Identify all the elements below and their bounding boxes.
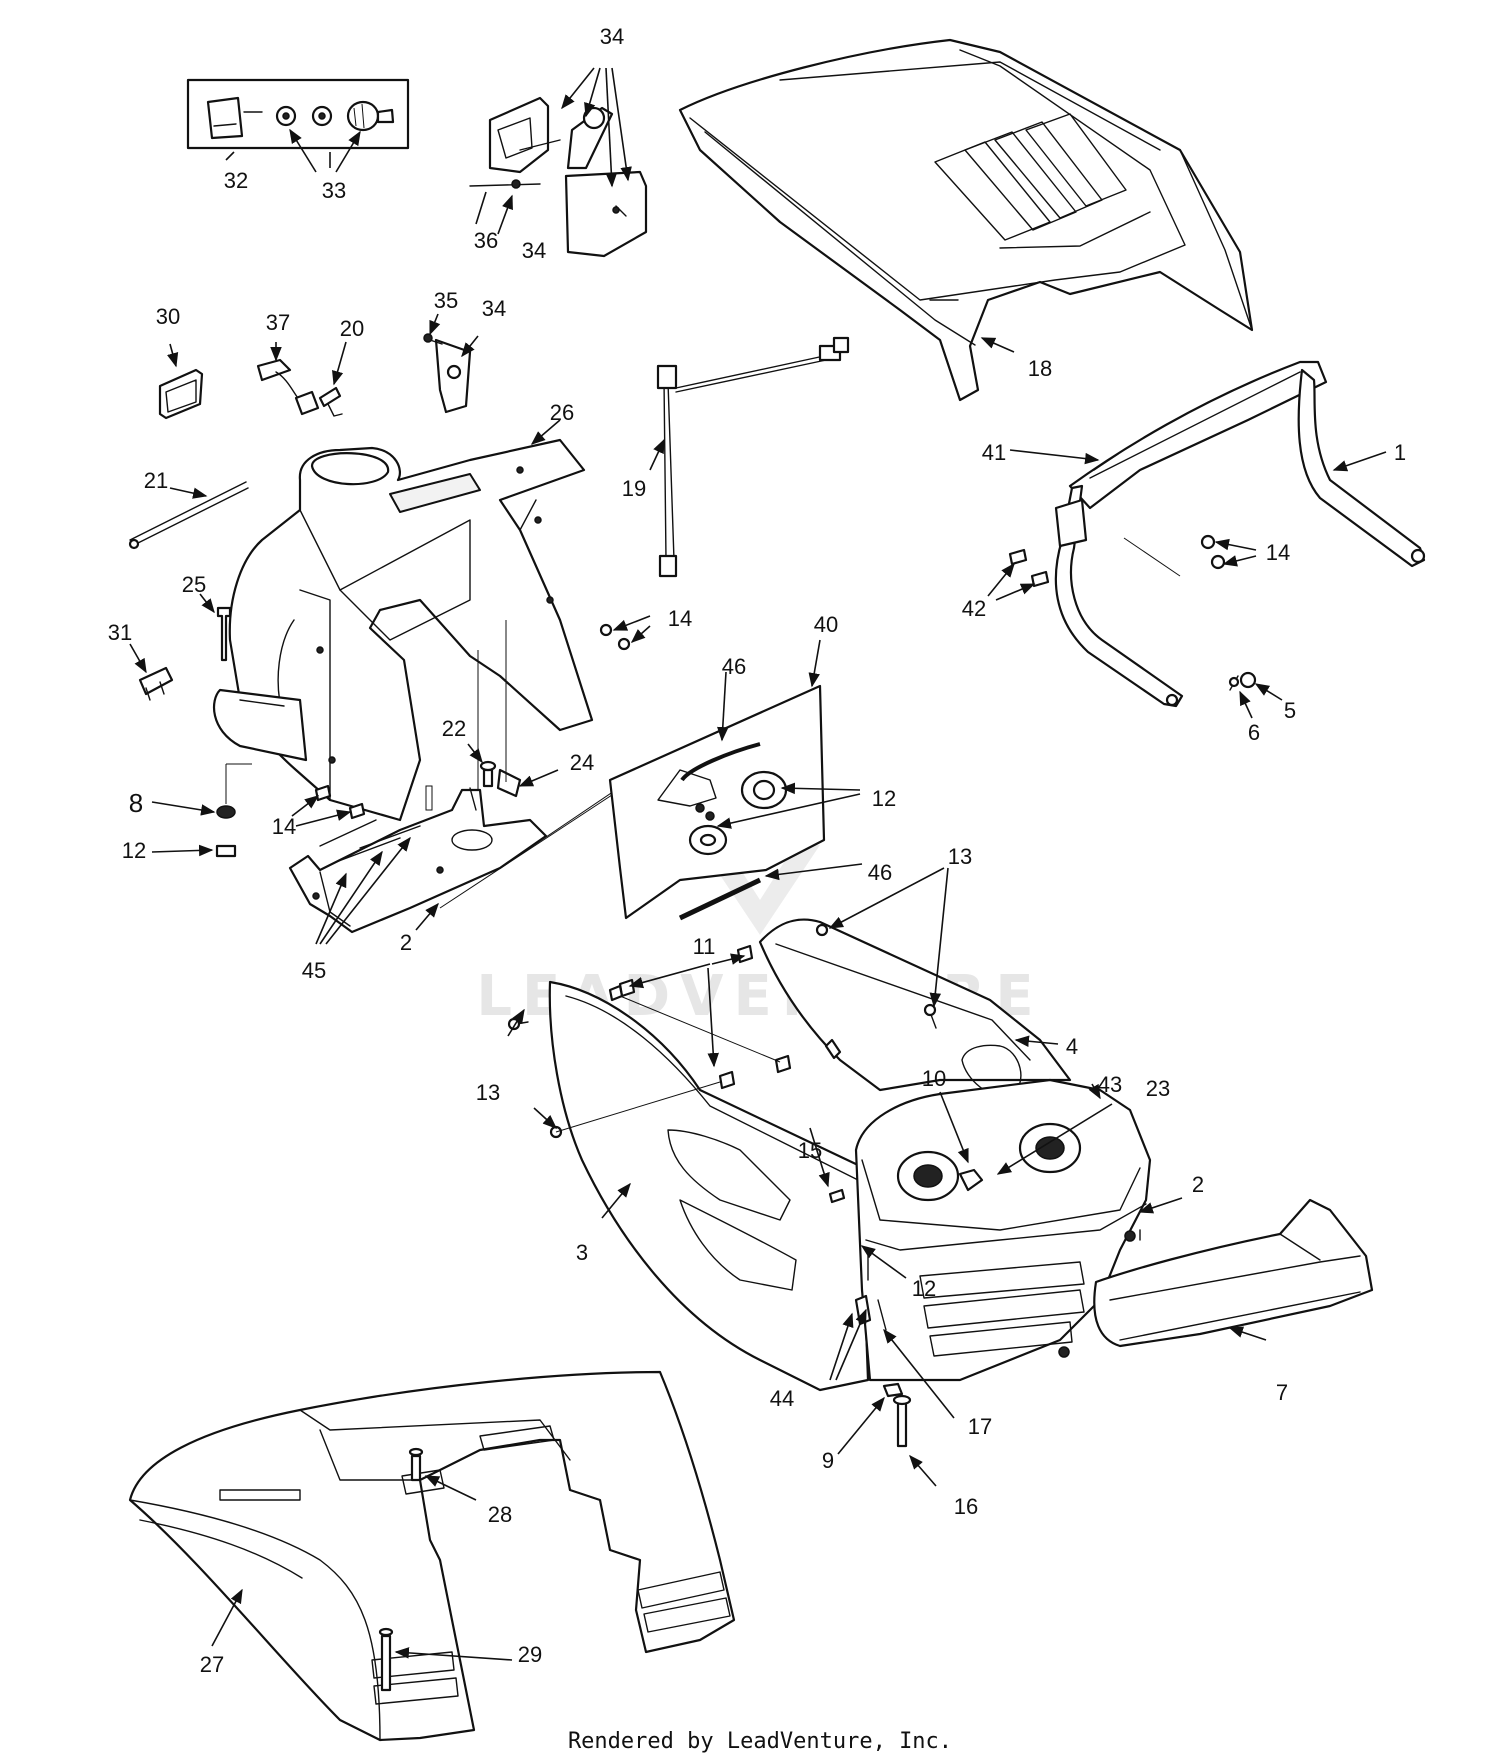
callout-8: 8 xyxy=(129,788,143,818)
callout-45: 45 xyxy=(302,958,326,983)
rear-fender xyxy=(128,1370,736,1742)
choke-knob xyxy=(294,390,320,416)
callout-34: 34 xyxy=(522,238,546,263)
tie-rod xyxy=(128,481,249,550)
support-bracket xyxy=(288,788,548,934)
callout-13: 13 xyxy=(948,844,972,869)
left-fasteners xyxy=(129,593,252,858)
callout-27: 27 xyxy=(200,1652,224,1677)
callout-33: 33 xyxy=(322,178,346,203)
callout-2: 2 xyxy=(400,930,412,955)
throttle-bracket-group xyxy=(469,67,648,258)
left-fender xyxy=(548,980,870,1392)
front-body xyxy=(507,867,1374,1487)
callout-23: 23 xyxy=(1146,1076,1170,1101)
callout-43: 43 xyxy=(1098,1072,1122,1097)
fuel-fill-neck xyxy=(310,452,390,486)
callout-18: 18 xyxy=(1028,356,1052,381)
bolt-25 xyxy=(216,606,232,662)
callout-11: 11 xyxy=(693,934,716,959)
callout-30: 30 xyxy=(156,304,180,329)
callout-7: 7 xyxy=(1276,1380,1288,1405)
callout-34: 34 xyxy=(482,296,506,321)
dash-panel xyxy=(212,419,594,822)
callout-17: 17 xyxy=(968,1414,992,1439)
front-bumper xyxy=(1093,1198,1374,1348)
callout-12: 12 xyxy=(122,838,146,863)
front-bracket xyxy=(987,360,1426,719)
bolt-16 xyxy=(896,1400,908,1448)
callout-42: 42 xyxy=(962,596,986,621)
hood xyxy=(678,38,1254,402)
callout-34: 34 xyxy=(600,24,624,49)
seal-strip-upper xyxy=(680,742,761,782)
callout-14: 14 xyxy=(1266,540,1290,565)
callout-4: 4 xyxy=(1066,1034,1078,1059)
callout-21: 21 xyxy=(144,468,168,493)
callout-41: 41 xyxy=(982,440,1006,465)
callout-29: 29 xyxy=(518,1642,542,1667)
throttle-cable xyxy=(469,183,541,187)
seal-strip-lower xyxy=(678,877,762,921)
nut-12 xyxy=(215,844,237,858)
callout-31: 31 xyxy=(108,620,132,645)
callout-13: 13 xyxy=(476,1080,500,1105)
callout-40: 40 xyxy=(814,612,838,637)
callout-35: 35 xyxy=(434,288,458,313)
callout-1: 1 xyxy=(1394,440,1406,465)
callout-26: 26 xyxy=(550,400,574,425)
heat-shield-plate xyxy=(608,684,826,920)
callout-6: 6 xyxy=(1248,720,1260,745)
rear-fender-body xyxy=(128,1370,736,1742)
washer-8 xyxy=(216,805,236,819)
callout-28: 28 xyxy=(488,1502,512,1527)
key-fob xyxy=(206,96,244,140)
callout-36: 36 xyxy=(474,228,498,253)
callout-10: 10 xyxy=(922,1066,946,1091)
callout-19: 19 xyxy=(622,476,646,501)
clip-31 xyxy=(138,666,174,696)
bolt-29 xyxy=(380,1634,392,1692)
callout-14: 14 xyxy=(668,606,692,631)
heat-shield xyxy=(608,639,863,921)
bumper-arm-right xyxy=(1297,368,1426,568)
callout-46: 46 xyxy=(722,654,746,679)
callout-14: 14 xyxy=(272,814,296,839)
wiring-harness xyxy=(649,336,850,578)
bumper-bar xyxy=(1068,360,1328,510)
callout-3: 3 xyxy=(576,1240,588,1265)
footer-credit: Rendered by LeadVenture, Inc. xyxy=(568,1729,952,1754)
seat-pan xyxy=(212,688,308,762)
callout-16: 16 xyxy=(954,1494,978,1519)
callout-24: 24 xyxy=(570,750,594,775)
callout-12: 12 xyxy=(872,786,896,811)
bolt-28 xyxy=(410,1454,422,1482)
bumper-arm-left xyxy=(1054,484,1184,708)
callout-44: 44 xyxy=(770,1386,794,1411)
light-switch xyxy=(256,358,292,382)
dash-components xyxy=(158,313,479,420)
callout-2: 2 xyxy=(1192,1172,1204,1197)
callout-labels: 1 2 2 3 4 44 5 6 7 8 9 10 11 12 12 12 13… xyxy=(108,24,1406,1677)
mounting-plate xyxy=(564,170,648,258)
callout-9: 9 xyxy=(822,1448,834,1473)
callout-15: 15 xyxy=(798,1138,822,1163)
callout-25: 25 xyxy=(182,572,206,597)
key-switch-group xyxy=(186,78,410,173)
control-bracket xyxy=(488,96,550,174)
callout-5: 5 xyxy=(1284,698,1296,723)
bolt-22 xyxy=(482,768,494,788)
callout-22: 22 xyxy=(442,716,466,741)
hood-body xyxy=(678,38,1254,402)
callout-37: 37 xyxy=(266,310,290,335)
bulb xyxy=(958,1168,984,1192)
callout-46: 46 xyxy=(868,860,892,885)
callout-12: 12 xyxy=(912,1276,936,1301)
callout-32: 32 xyxy=(224,168,248,193)
callout-20: 20 xyxy=(340,316,364,341)
